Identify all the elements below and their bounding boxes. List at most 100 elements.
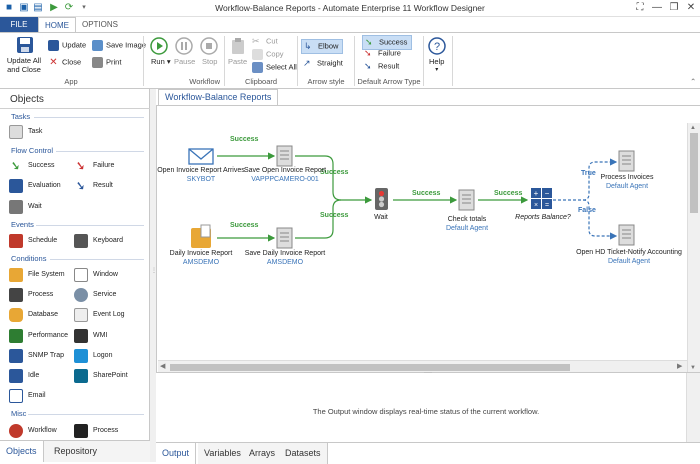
save-image-button[interactable]: Save Image: [92, 40, 146, 51]
object-email[interactable]: Email: [9, 389, 46, 403]
ribbon-tabs: FILE HOME OPTIONS: [0, 17, 700, 33]
close-window-icon[interactable]: ✕: [686, 2, 696, 13]
object-misc-process[interactable]: Process: [74, 424, 118, 438]
object-schedule[interactable]: Schedule: [9, 234, 57, 248]
node-label[interactable]: Check totals: [447, 216, 487, 223]
node-label[interactable]: Process Invoices: [600, 174, 654, 181]
pause-button[interactable]: Pause: [174, 57, 196, 66]
output-tabs: Output Variables Arrays Datasets: [156, 442, 700, 464]
restore-icon[interactable]: ❐: [669, 2, 679, 13]
object-logon[interactable]: Logon: [74, 349, 112, 363]
tab-datasets[interactable]: Datasets: [279, 443, 328, 464]
refresh-icon[interactable]: ⟳: [64, 2, 74, 13]
object-file-system[interactable]: File System: [9, 268, 65, 282]
scroll-left-icon[interactable]: ◀: [160, 363, 166, 370]
node-label[interactable]: Daily Invoice Report: [169, 250, 233, 257]
tab-home[interactable]: HOME: [38, 17, 76, 33]
node-label[interactable]: Open Invoice Report Arrives: [157, 167, 245, 174]
panel-splitter[interactable]: ⋮: [150, 89, 157, 462]
object-snmp-trap[interactable]: SNMP Trap: [9, 349, 64, 363]
copy-button[interactable]: Copy: [252, 49, 284, 60]
object-wait[interactable]: Wait: [9, 200, 42, 214]
update-button[interactable]: Update: [48, 40, 86, 51]
object-database[interactable]: Database: [9, 308, 58, 322]
select-all-button[interactable]: Select All: [252, 62, 297, 73]
tab-repository[interactable]: Repository: [54, 446, 98, 456]
object-sharepoint[interactable]: SharePoint: [74, 369, 128, 383]
workflow-canvas[interactable]: + − × = Success Success Success Success …: [156, 105, 700, 375]
performance-icon: [9, 329, 23, 343]
failure-icon: ➘: [74, 158, 85, 173]
elbow-button[interactable]: ↳Elbow: [301, 39, 344, 54]
tab-variables[interactable]: Variables: [198, 443, 248, 464]
node-label[interactable]: Reports Balance?: [515, 214, 571, 221]
horizontal-scroll-thumb[interactable]: [170, 364, 570, 371]
cut-icon: ✂: [252, 36, 260, 46]
node-task-icon: [618, 150, 635, 172]
close-button[interactable]: ✕Close: [48, 57, 81, 68]
collapse-ribbon-icon[interactable]: ⌃: [690, 77, 697, 86]
run-icon[interactable]: ▶: [50, 2, 58, 13]
output-scrollbar[interactable]: [686, 373, 700, 442]
result-icon: ➘: [74, 178, 85, 193]
scroll-down-icon[interactable]: ▼: [690, 365, 696, 371]
print-button[interactable]: Print: [92, 57, 121, 68]
update-icon: [48, 40, 59, 51]
tab-output[interactable]: Output: [156, 443, 197, 464]
cut-button[interactable]: ✂Cut: [252, 36, 278, 47]
straight-button[interactable]: ↗Straight: [303, 58, 343, 69]
app-icon: ■: [5, 2, 13, 13]
window-title: Workflow-Balance Reports - Automate Ente…: [215, 3, 485, 13]
idle-icon: [9, 369, 23, 383]
stop-button[interactable]: Stop: [202, 57, 218, 66]
document-tab[interactable]: Workflow-Balance Reports: [158, 89, 279, 105]
vertical-scroll-thumb[interactable]: [690, 133, 698, 213]
node-label[interactable]: Save Daily Invoice Report: [244, 250, 326, 257]
tab-options[interactable]: OPTIONS: [81, 20, 118, 29]
object-evaluation[interactable]: Evaluation: [9, 179, 61, 193]
node-label[interactable]: Save Open Invoice Report: [243, 167, 327, 174]
save-icon[interactable]: ▣: [19, 2, 29, 13]
object-process[interactable]: Process: [9, 288, 53, 302]
vertical-scrollbar[interactable]: ▲ ▼: [687, 123, 700, 375]
node-label[interactable]: Wait: [374, 214, 388, 221]
wait-icon: [9, 200, 23, 214]
success-arrow-button[interactable]: ➘Success: [362, 35, 413, 50]
object-event-log-label: Event Log: [93, 311, 125, 318]
output-splitter-grip[interactable]: ····: [424, 370, 432, 376]
node-agent: Default Agent: [605, 183, 649, 190]
object-failure[interactable]: ➘Failure: [74, 159, 114, 173]
ribbon-separator: [297, 36, 298, 86]
object-idle[interactable]: Idle: [9, 369, 39, 383]
evaluation-icon: [9, 179, 23, 193]
object-task[interactable]: Task: [9, 125, 42, 139]
scroll-right-icon[interactable]: ▶: [677, 363, 683, 370]
object-keyboard[interactable]: Keyboard: [74, 234, 123, 248]
object-success[interactable]: ➘Success: [9, 159, 54, 173]
logon-icon: [74, 349, 88, 363]
object-wmi[interactable]: WMI: [74, 329, 107, 343]
tab-arrays[interactable]: Arrays: [243, 443, 283, 464]
failure-arrow-button[interactable]: ➘Failure: [364, 48, 401, 59]
object-service[interactable]: Service: [74, 288, 116, 302]
scroll-up-icon[interactable]: ▲: [690, 125, 696, 131]
object-workflow[interactable]: Workflow: [9, 424, 57, 438]
paste-button[interactable]: Paste: [228, 57, 248, 66]
fullscreen-icon[interactable]: ⛶: [636, 2, 644, 13]
help-button[interactable]: Help▾: [429, 57, 445, 73]
object-window[interactable]: Window: [74, 268, 118, 282]
result-arrow-button[interactable]: ➘Result: [364, 61, 399, 72]
node-label[interactable]: Open HD Ticket-Notify Accounting: [576, 249, 682, 256]
tab-objects[interactable]: Objects: [0, 441, 44, 462]
horizontal-scrollbar[interactable]: ◀ ▶: [158, 360, 687, 373]
tab-file[interactable]: FILE: [0, 17, 38, 33]
run-button[interactable]: Run ▾: [151, 57, 171, 66]
quick-access-dropdown-icon[interactable]: ▾: [82, 4, 86, 11]
minimize-icon[interactable]: —: [652, 2, 662, 13]
object-event-log[interactable]: Event Log: [74, 308, 125, 322]
object-performance[interactable]: Performance: [9, 329, 68, 343]
section-conditions: Conditions: [11, 254, 47, 263]
save-all-icon[interactable]: ▤: [33, 2, 43, 13]
object-result[interactable]: ➘Result: [74, 179, 113, 193]
